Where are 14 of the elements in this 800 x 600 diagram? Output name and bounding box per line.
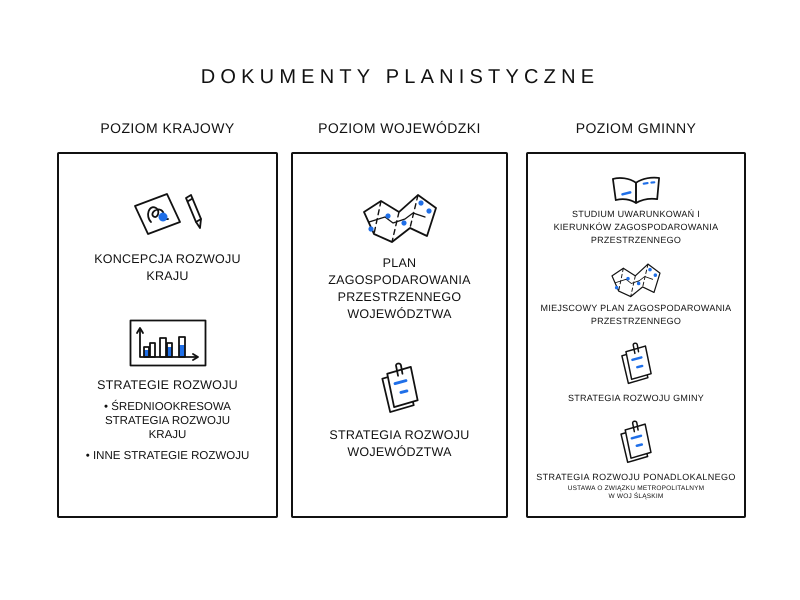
bullet-item: • ŚREDNIOOKRESOWA STRATEGIA ROZWOJU KRAJU bbox=[103, 400, 232, 442]
document-title: STRATEGIA ROZWOJU WOJEWÓDZTWA bbox=[328, 427, 471, 461]
column-heading: POZIOM KRAJOWY bbox=[100, 119, 235, 138]
bullet-item: • INNE STRATEGIE ROZWOJU bbox=[86, 449, 250, 464]
diagram-title: DOKUMENTY PLANISTYCZNE bbox=[200, 65, 600, 90]
column-heading: POZIOM WOJEWÓDZKI bbox=[318, 119, 481, 138]
document-title: STRATEGIA ROZWOJU GMINY bbox=[568, 392, 704, 405]
column-heading: POZIOM GMINNY bbox=[576, 119, 696, 138]
document-title: STRATEGIA ROZWOJU PONADLOKALNEGO bbox=[536, 471, 736, 483]
section-heading: STRATEGIE ROZWOJU bbox=[97, 377, 238, 394]
document-title: STUDIUM UWARUNKOWAŃ I KIERUNKÓW ZAGOSPODAROWANIA PRZESTRZENNEGO bbox=[552, 208, 720, 247]
document-title: KONCEPCJA ROZWOJU KRAJU bbox=[93, 251, 242, 285]
document-title: PLAN ZAGOSPODAROWANIA PRZESTRZENNEGO WOJEWÓDZTWA bbox=[327, 255, 472, 323]
document-title: MIEJSCOWY PLAN ZAGOSPODAROWANIA PRZESTRZENNEGO bbox=[540, 302, 732, 328]
